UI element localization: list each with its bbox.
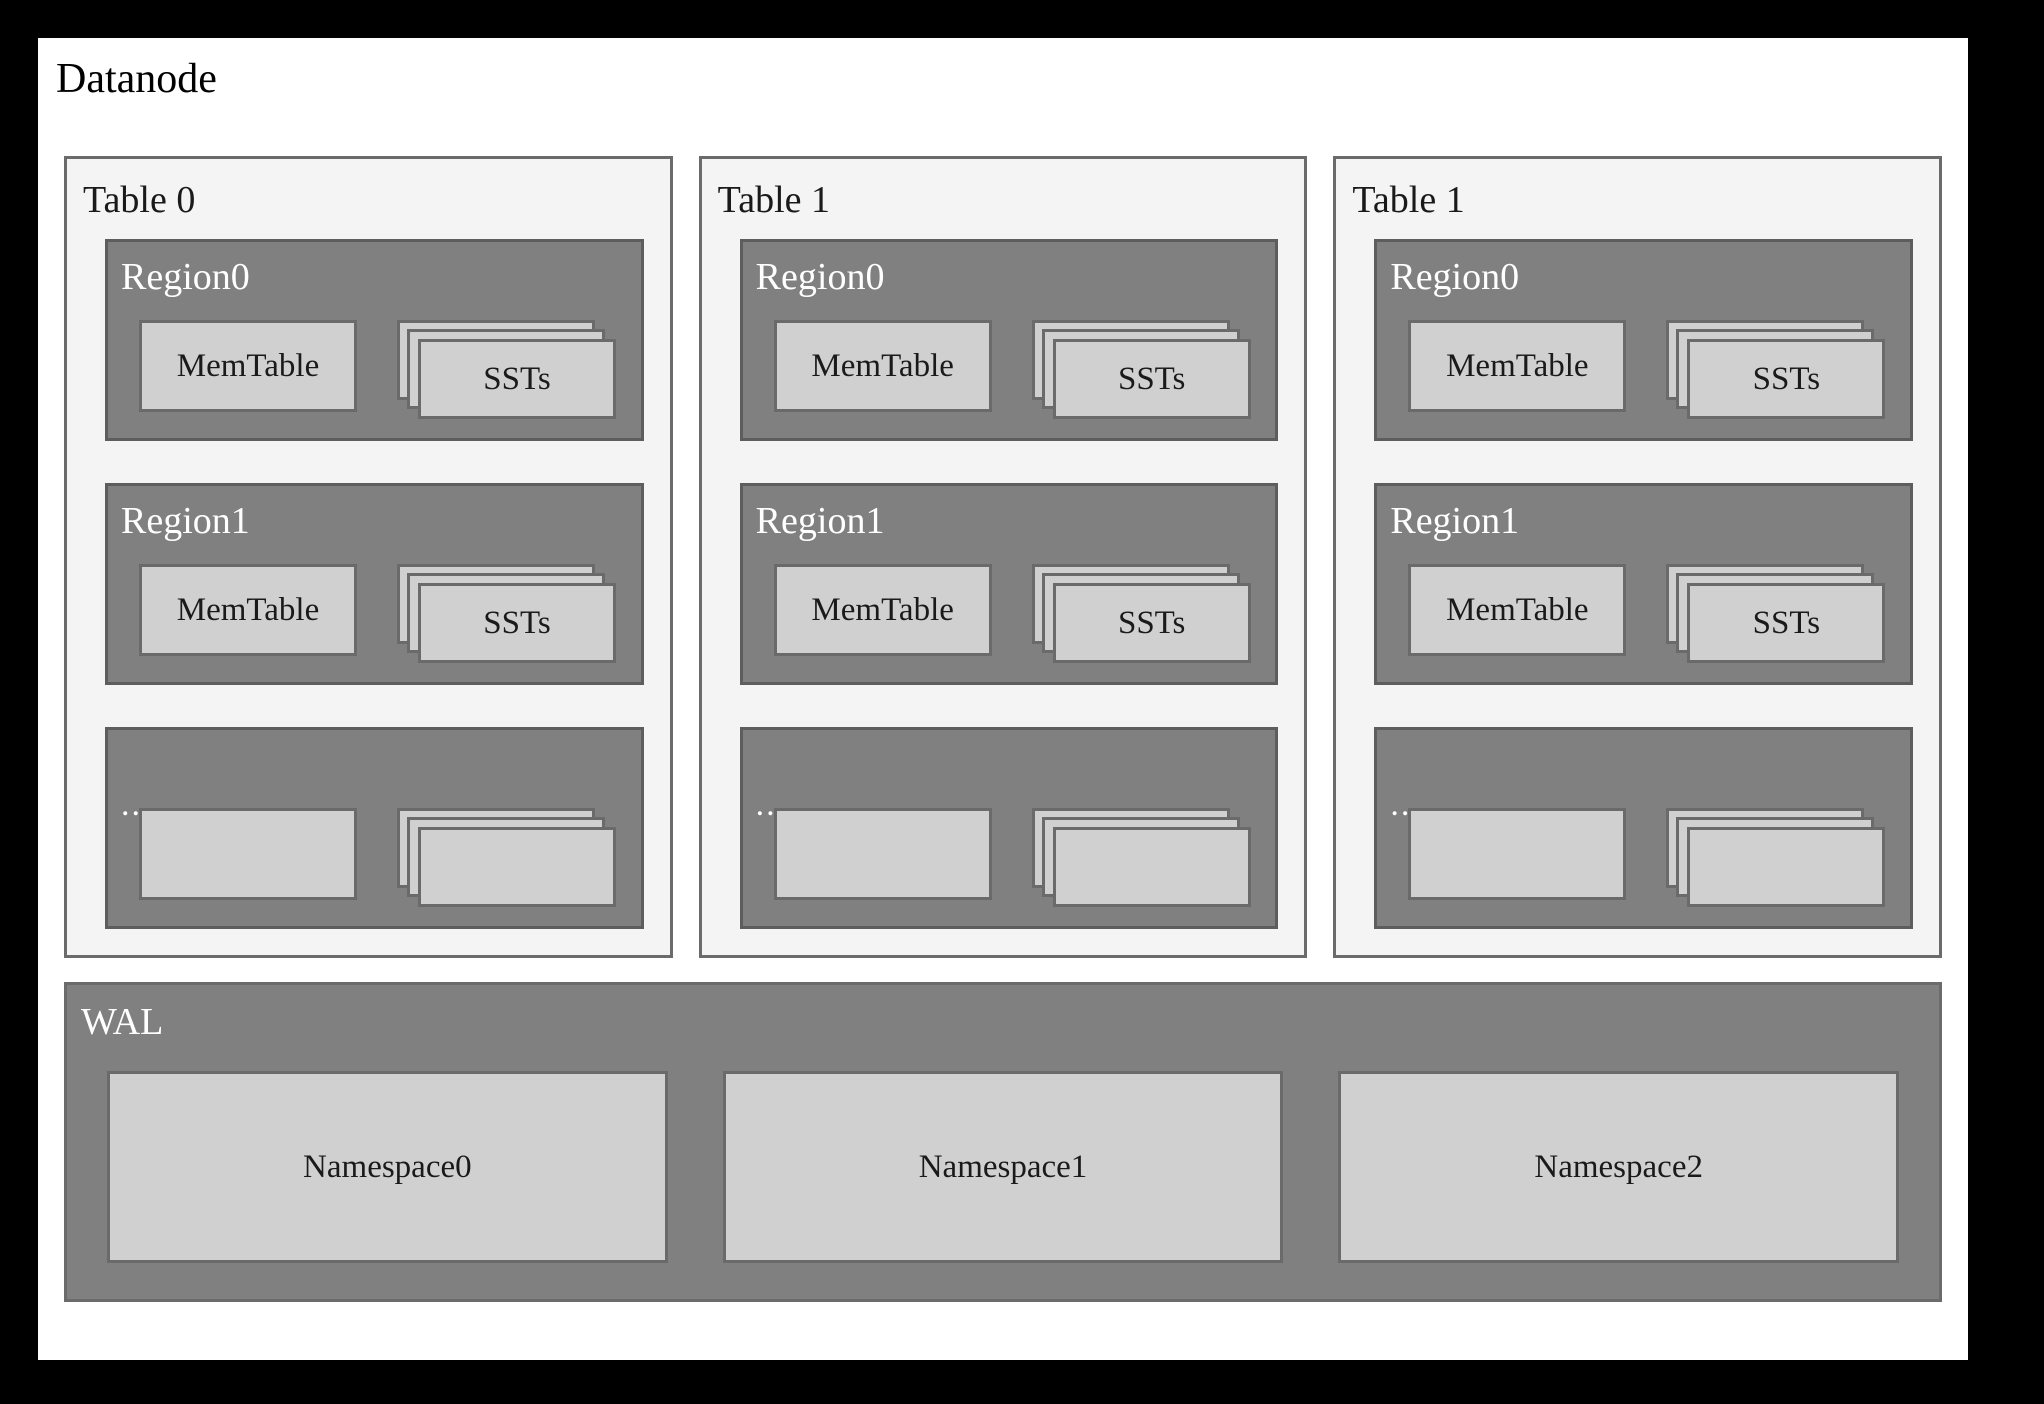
sst-stack: SSTs — [1666, 320, 1888, 420]
sst-layer-front: SSTs — [1687, 583, 1886, 663]
sst-stack: SSTs — [1666, 564, 1888, 664]
memtable-box — [139, 808, 357, 900]
region-inner — [773, 808, 1262, 908]
memtable-box: MemTable — [139, 564, 357, 656]
region-inner — [139, 808, 627, 908]
namespace-box-0: Namespace0 — [107, 1071, 668, 1263]
region-box-1: Region1 MemTable SSTs — [739, 483, 1279, 685]
region-label: Region1 — [1390, 500, 1520, 542]
sst-stack: SSTs — [397, 320, 619, 420]
sst-stack — [397, 808, 619, 908]
region-box-more: ... — [105, 727, 644, 929]
memtable-box: MemTable — [773, 564, 992, 656]
table-label: Table 1 — [1352, 179, 1465, 221]
region-box-more: ... — [1374, 727, 1914, 929]
sst-stack — [1031, 808, 1254, 908]
region-label: Region1 — [755, 500, 885, 542]
sst-stack: SSTs — [397, 564, 619, 664]
region-inner: MemTable SSTs — [773, 320, 1262, 420]
regions-stack: Region0 MemTable SSTs Region1 MemTable — [1374, 239, 1914, 929]
sst-stack — [1666, 808, 1888, 908]
region-box-0: Region0 MemTable SSTs — [739, 239, 1279, 441]
region-label: Region0 — [121, 256, 250, 298]
wal-label: WAL — [81, 1001, 164, 1043]
region-box-0: Region0 MemTable SSTs — [105, 239, 644, 441]
region-box-0: Region0 MemTable SSTs — [1374, 239, 1914, 441]
table-label: Table 0 — [83, 179, 196, 221]
regions-stack: Region0 MemTable SSTs Region1 MemTable — [739, 239, 1279, 929]
region-box-more: ... — [739, 727, 1279, 929]
datanode-container: Datanode Table 0 Region0 MemTable SSTs — [38, 38, 1968, 1360]
tables-row: Table 0 Region0 MemTable SSTs Region1 — [64, 156, 1943, 958]
region-label: Region0 — [1390, 256, 1520, 298]
table-container-2: Table 1 Region0 MemTable SSTs Region1 — [1333, 156, 1943, 958]
sst-layer-front: SSTs — [418, 583, 616, 663]
sst-stack: SSTs — [1031, 564, 1254, 664]
region-inner: MemTable SSTs — [773, 564, 1262, 664]
region-label: Region1 — [121, 500, 250, 542]
region-inner: MemTable SSTs — [1408, 564, 1896, 664]
sst-layer-front: SSTs — [418, 339, 616, 419]
sst-layer-front: SSTs — [1687, 339, 1886, 419]
memtable-box: MemTable — [1408, 564, 1627, 656]
sst-stack: SSTs — [1031, 320, 1254, 420]
namespace-box-2: Namespace2 — [1338, 1071, 1900, 1263]
region-label: Region0 — [755, 256, 885, 298]
region-inner: MemTable SSTs — [139, 320, 627, 420]
regions-stack: Region0 MemTable SSTs Region1 MemTable — [105, 239, 644, 929]
table-container-1: Table 1 Region0 MemTable SSTs Region1 — [698, 156, 1308, 958]
memtable-box — [1408, 808, 1627, 900]
memtable-box: MemTable — [139, 320, 357, 412]
region-inner — [1408, 808, 1896, 908]
namespace-box-1: Namespace1 — [722, 1071, 1284, 1263]
table-label: Table 1 — [717, 179, 831, 221]
region-box-1: Region1 MemTable SSTs — [105, 483, 644, 685]
sst-layer-front — [418, 827, 616, 907]
sst-layer-front: SSTs — [1052, 339, 1251, 419]
region-box-1: Region1 MemTable SSTs — [1374, 483, 1914, 685]
datanode-title: Datanode — [56, 56, 217, 102]
wal-container: WAL Namespace0 Namespace1 Namespace2 — [64, 982, 1942, 1302]
memtable-box: MemTable — [1408, 320, 1627, 412]
table-container-0: Table 0 Region0 MemTable SSTs Region1 — [64, 156, 673, 958]
region-inner: MemTable SSTs — [1408, 320, 1896, 420]
memtable-box — [773, 808, 992, 900]
sst-layer-front — [1052, 827, 1251, 907]
region-inner: MemTable SSTs — [139, 564, 627, 664]
sst-layer-front — [1687, 827, 1886, 907]
sst-layer-front: SSTs — [1052, 583, 1251, 663]
namespaces-row: Namespace0 Namespace1 Namespace2 — [107, 1071, 1900, 1263]
memtable-box: MemTable — [773, 320, 992, 412]
